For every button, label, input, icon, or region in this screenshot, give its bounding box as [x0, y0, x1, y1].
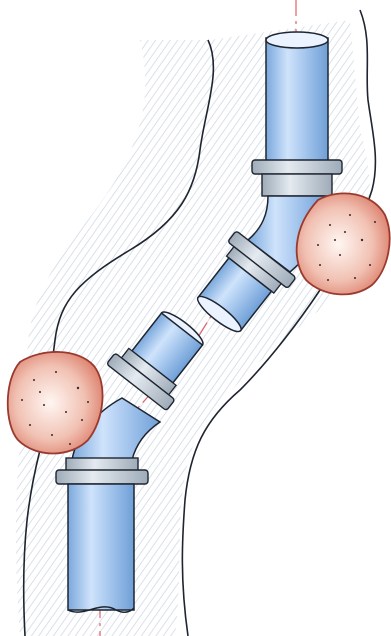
upper-straight-pipe — [266, 38, 328, 168]
upper-collar — [262, 174, 332, 196]
rock-left — [8, 352, 103, 454]
lower-straight-pipe — [68, 484, 134, 610]
upper-flange — [252, 160, 342, 174]
upper-pipe-end — [266, 32, 328, 48]
lower-flange — [56, 470, 148, 484]
rock-right — [297, 193, 390, 294]
